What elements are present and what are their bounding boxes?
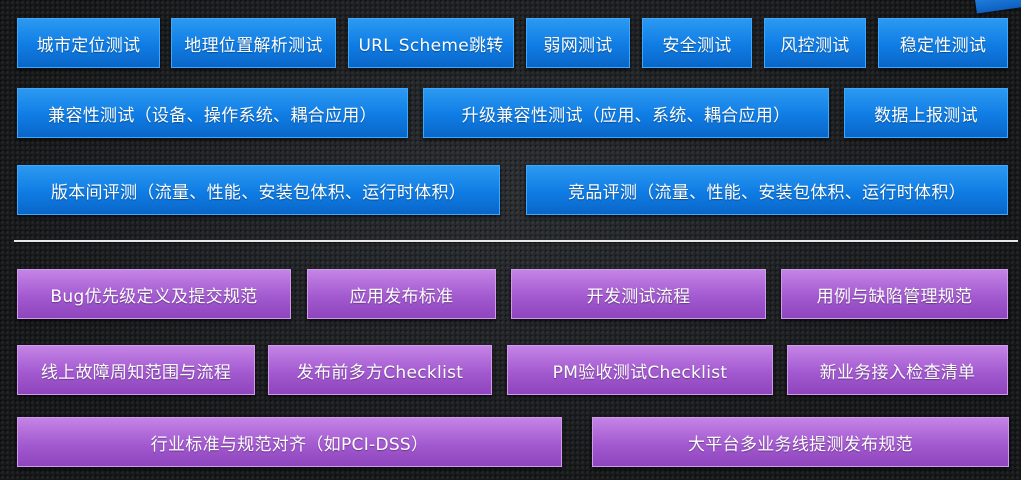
process-item-case-defect-management: 用例与缺陷管理规范 bbox=[781, 269, 1008, 319]
test-item-compatibility: 兼容性测试（设备、操作系统、耦合应用） bbox=[17, 88, 408, 138]
process-item-new-business-checklist: 新业务接入检查清单 bbox=[787, 345, 1008, 395]
section-divider bbox=[14, 240, 1018, 242]
test-item-stability: 稳定性测试 bbox=[878, 18, 1008, 68]
process-item-incident-notification: 线上故障周知范围与流程 bbox=[17, 345, 255, 395]
test-item-risk-control: 风控测试 bbox=[764, 18, 866, 68]
process-item-dev-test-flow: 开发测试流程 bbox=[511, 269, 766, 319]
process-item-pm-acceptance-checklist: PM验收测试Checklist bbox=[507, 345, 773, 395]
corner-tab bbox=[973, 0, 1021, 14]
test-item-security: 安全测试 bbox=[642, 18, 752, 68]
test-item-data-reporting: 数据上报测试 bbox=[844, 88, 1008, 138]
test-item-url-scheme: URL Scheme跳转 bbox=[348, 18, 514, 68]
test-item-geo-parsing: 地理位置解析测试 bbox=[171, 18, 336, 68]
test-item-city-location: 城市定位测试 bbox=[17, 18, 160, 68]
test-item-upgrade-compatibility: 升级兼容性测试（应用、系统、耦合应用） bbox=[423, 88, 829, 138]
process-item-release-standard: 应用发布标准 bbox=[307, 269, 496, 319]
process-item-prerelease-checklist: 发布前多方Checklist bbox=[268, 345, 492, 395]
test-item-competitor-evaluation: 竞品评测（流量、性能、安装包体积、运行时体积） bbox=[526, 165, 1008, 215]
process-item-bug-priority: Bug优先级定义及提交规范 bbox=[17, 269, 291, 319]
test-item-version-evaluation: 版本间评测（流量、性能、安装包体积、运行时体积） bbox=[17, 165, 500, 215]
process-item-platform-release-spec: 大平台多业务线提测发布规范 bbox=[592, 417, 1009, 467]
test-item-weak-network: 弱网测试 bbox=[526, 18, 630, 68]
process-item-industry-standards: 行业标准与规范对齐（如PCI-DSS） bbox=[17, 417, 562, 467]
